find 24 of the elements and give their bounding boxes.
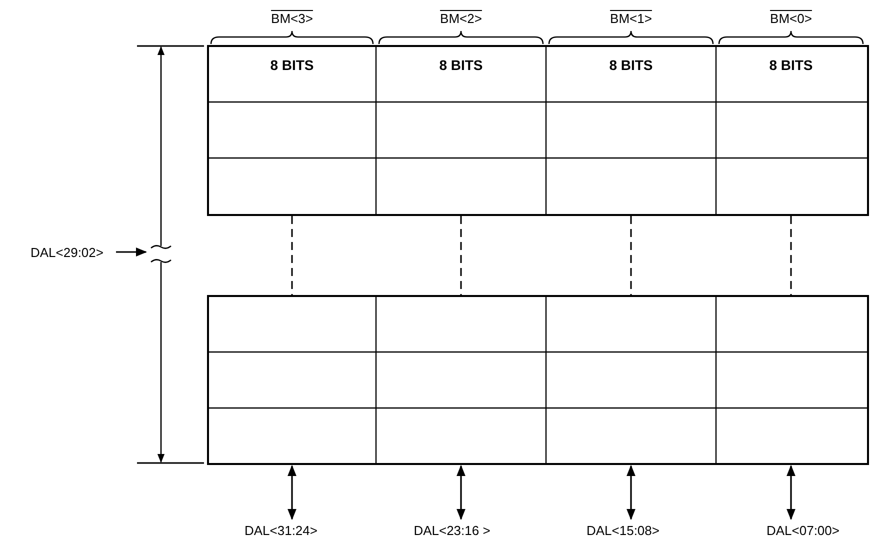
arrow	[456, 464, 466, 520]
memory-cell: 8 BITS	[376, 46, 546, 102]
dashed-line	[291, 216, 293, 295]
memory-cell: 8 BITS	[208, 46, 376, 102]
arrow	[116, 248, 148, 256]
dashed-line	[460, 216, 462, 295]
arrow	[786, 464, 796, 520]
memory-block	[207, 295, 869, 465]
signal-label: DAL<23:16 >	[394, 521, 510, 539]
memory-block	[207, 45, 869, 216]
dashed-line	[630, 216, 632, 295]
signal-label: DAL<07:00>	[748, 521, 858, 539]
memory-cell: 8 BITS	[546, 46, 716, 102]
byte-mask-label: BM<0>	[770, 12, 812, 25]
arrow	[626, 464, 636, 520]
byte-mask-label: BM<1>	[610, 12, 652, 25]
signal-label: DAL<31:24>	[226, 521, 336, 539]
byte-mask-label: BM<2>	[440, 12, 482, 25]
signal-label: DAL<15:08>	[568, 521, 678, 539]
byte-mask-label: BM<3>	[271, 12, 313, 25]
signal-label: DAL<29:02>	[18, 243, 116, 261]
arrow	[288, 464, 296, 520]
dashed-line	[790, 216, 792, 295]
memory-cell: 8 BITS	[716, 46, 866, 102]
